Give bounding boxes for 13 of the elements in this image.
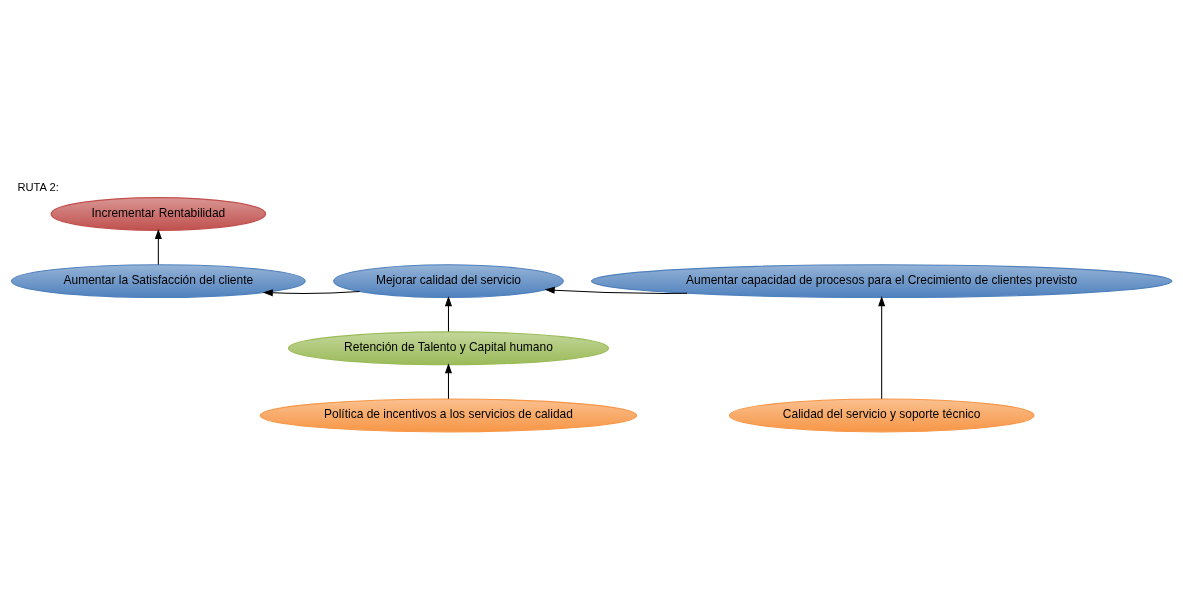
arrow [544,286,688,294]
diagram-title: RUTA 2: [17,181,59,194]
arrow [444,296,452,333]
arrow [154,228,162,265]
node-ellipse: Calidad del servicio y soporte técnico [728,398,1035,433]
arrow [444,363,452,400]
node-ellipse: Incrementar Rentabilidad [50,197,267,231]
node-ellipse: Retención de Talento y Capital humano [287,331,610,366]
node-ellipse: Aumentar capacidad de procesos para el Crecimiento de clientes previsto [590,264,1173,299]
arrow [878,296,886,400]
arrow [262,289,361,297]
node-ellipse: Mejorar calidad del servicio [333,264,564,299]
node-ellipse: Política de incentivos a los servicios de calidad [259,398,638,433]
